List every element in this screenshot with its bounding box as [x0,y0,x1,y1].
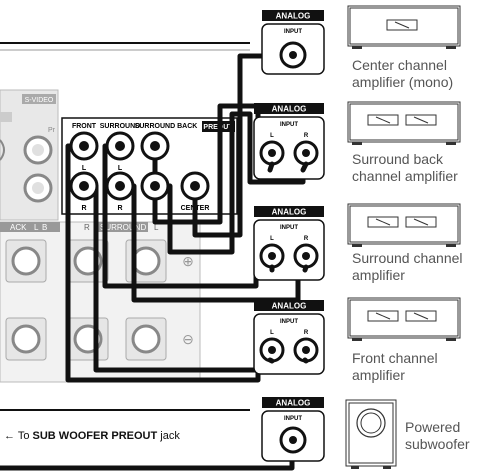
surround-amplifier-label-line2: amplifier [352,267,405,283]
surround-left-label: L [118,165,123,172]
center-amplifier-label-line2: amplifier (mono) [352,74,454,90]
preout-surround-label: SURROUND [100,123,140,130]
svideo-label: S-VIDEO [25,97,54,104]
center-amplifier-label-line1: Center channel [352,57,447,73]
center-input-label: INPUT [284,29,302,35]
preout-front-label: FRONT [72,123,97,130]
front-amplifier-label-line2: amplifier [352,367,405,383]
cable-ends [267,161,309,364]
front-right-jack [69,171,99,201]
speaker-lr-label: L [34,223,39,232]
surround-back-amplifier-label: Surround back channel amplifier [352,151,458,185]
surround-r-label: R [304,236,309,242]
speaker-l-label: L [154,223,159,232]
surround-back-left-jack [140,131,170,161]
surround-back-r-label: R [304,133,309,139]
front-r-label: R [304,330,309,336]
front-left-jack [69,131,99,161]
surround-back-amplifier-icon [347,101,461,145]
surround-back-amplifier-label-line1: Surround back [352,151,444,167]
surround-right-label: R [117,205,122,212]
subwoofer-cable [0,437,295,471]
subwoofer-label: Powered subwoofer [405,419,470,453]
center-jack [180,171,210,201]
front-input-label: INPUT [280,319,298,325]
surround-left-jack [105,131,135,161]
front-right-label: R [81,205,86,212]
subwoofer-label-line2: subwoofer [405,436,470,452]
surround-back-input-label: INPUT [280,122,298,128]
speaker-back-label: ACK [10,223,27,232]
speaker-surround-label: SURROUND [100,223,146,232]
receiver-panel: S-VIDEO Pr [0,89,59,221]
subwoofer-input-label: INPUT [284,416,302,422]
surround-amplifier-label: Surround channel amplifier [352,250,463,284]
surround-back-right-jack [140,171,170,201]
note-suffix: jack [157,430,180,442]
subwoofer-analog-badge: ANALOG [276,399,311,408]
center-amplifier-label: Center channel amplifier (mono) [352,57,453,91]
note-prefix: To [15,430,33,442]
surround-input-label: INPUT [280,225,298,231]
amp-subwoofer-input: ANALOG INPUT [261,397,325,462]
center-amplifier-icon [347,5,461,49]
front-amplifier-label-line1: Front channel [352,350,438,366]
front-amplifier-label: Front channel amplifier [352,350,438,384]
amp-surround-input: ANALOG INPUT L R [253,206,325,281]
center-cable [192,53,291,238]
amp-center-input: ANALOG INPUT [261,10,325,75]
subwoofer-label-line1: Powered [405,419,461,435]
front-l-label: L [270,330,274,336]
preout-surround-back-label: SURROUND BACK [135,123,198,130]
left-arrow-icon: ← [4,430,15,442]
surround-right-jack [105,171,135,201]
amp-surround-back-input: ANALOG INPUT L R [253,103,325,180]
surround-analog-badge: ANALOG [272,208,307,217]
pr-label: Pr [48,127,56,134]
surround-l-label: L [270,236,274,242]
surround-amplifier-icon [347,203,461,247]
center-analog-badge: ANALOG [276,12,311,21]
subwoofer-preout-note: ← To SUB WOOFER PREOUT jack [4,430,180,442]
amp-front-input: ANALOG INPUT L R [253,300,325,375]
front-analog-badge: ANALOG [272,302,307,311]
subwoofer-icon [345,399,397,469]
speaker-b-label: B [42,223,47,232]
minus-symbol: ⊖ [182,331,194,347]
note-jack-name: SUB WOOFER PREOUT [32,430,158,442]
surround-back-amplifier-label-line2: channel amplifier [352,168,458,184]
surround-back-analog-badge: ANALOG [272,105,307,114]
surround-amplifier-label-line1: Surround channel [352,250,463,266]
plus-symbol: ⊕ [182,253,194,269]
speaker-r-label: R [84,223,90,232]
front-amplifier-icon [347,297,461,341]
preout-jacks [69,131,210,201]
surround-back-right-cable [152,111,306,255]
surround-back-l-label: L [270,133,274,139]
front-left-label: L [82,165,87,172]
